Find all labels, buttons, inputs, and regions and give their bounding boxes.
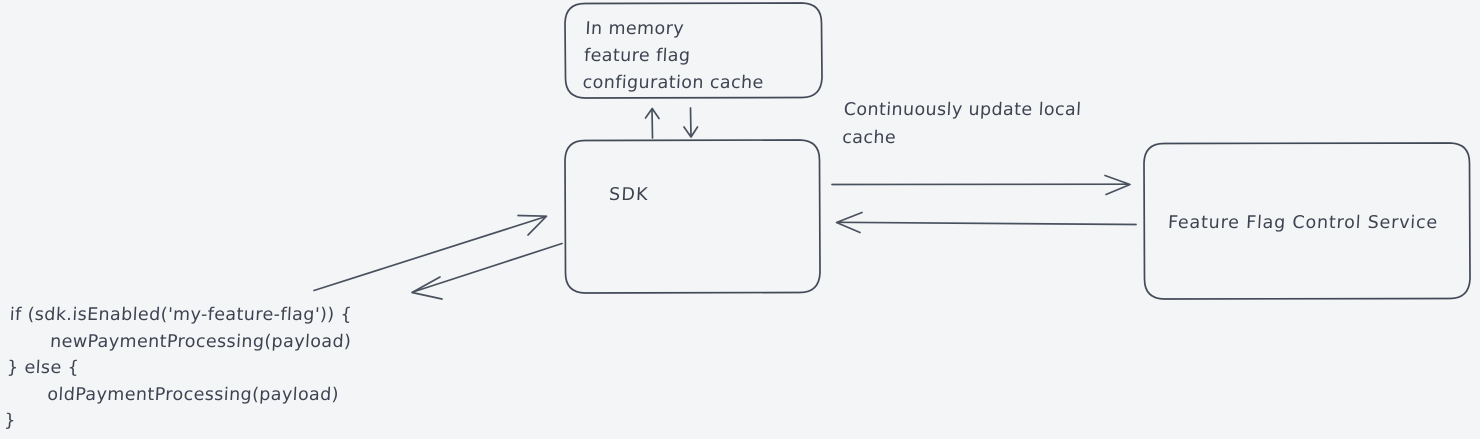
- edge-line-up: [651, 108, 654, 139]
- arrowhead-down: [683, 126, 699, 138]
- sdk-node-label: SDK: [608, 185, 650, 205]
- edge-sdk-to-code[interactable]: [411, 242, 563, 300]
- edge-line-down: [689, 107, 692, 137]
- edge-line-diag-down: [412, 242, 563, 293]
- edge-service-to-sdk[interactable]: [835, 211, 1137, 234]
- cache-box-outline: [564, 2, 823, 99]
- arrowhead-left: [835, 211, 863, 234]
- cache-node-label: In memory feature flag configuration cac…: [582, 19, 765, 93]
- edge-sdk-to-cache-up[interactable]: [644, 107, 660, 139]
- code-snippet: if (sdk.isEnabled('my-feature-flag')) { …: [3, 305, 353, 431]
- node-service[interactable]: [1143, 142, 1471, 300]
- sync-edge-label: Continuously update local cache: [841, 100, 1082, 148]
- arrowhead-right: [1104, 174, 1131, 196]
- edge-line-left: [837, 221, 1137, 226]
- service-box-outline: [1143, 142, 1471, 300]
- edge-sdk-to-service[interactable]: [831, 174, 1131, 196]
- node-sdk[interactable]: [564, 139, 821, 294]
- edge-cache-to-sdk-down[interactable]: [683, 107, 699, 138]
- edge-line-diag-up: [313, 215, 547, 292]
- arrowhead-up: [644, 107, 660, 120]
- arrowhead-diag-up: [517, 214, 548, 236]
- arrowhead-diag-down: [411, 276, 443, 300]
- service-node-label: Feature Flag Control Service: [1167, 213, 1439, 233]
- node-cache[interactable]: [564, 2, 823, 99]
- edge-code-to-sdk[interactable]: [313, 214, 548, 292]
- sdk-box-outline: [564, 139, 821, 294]
